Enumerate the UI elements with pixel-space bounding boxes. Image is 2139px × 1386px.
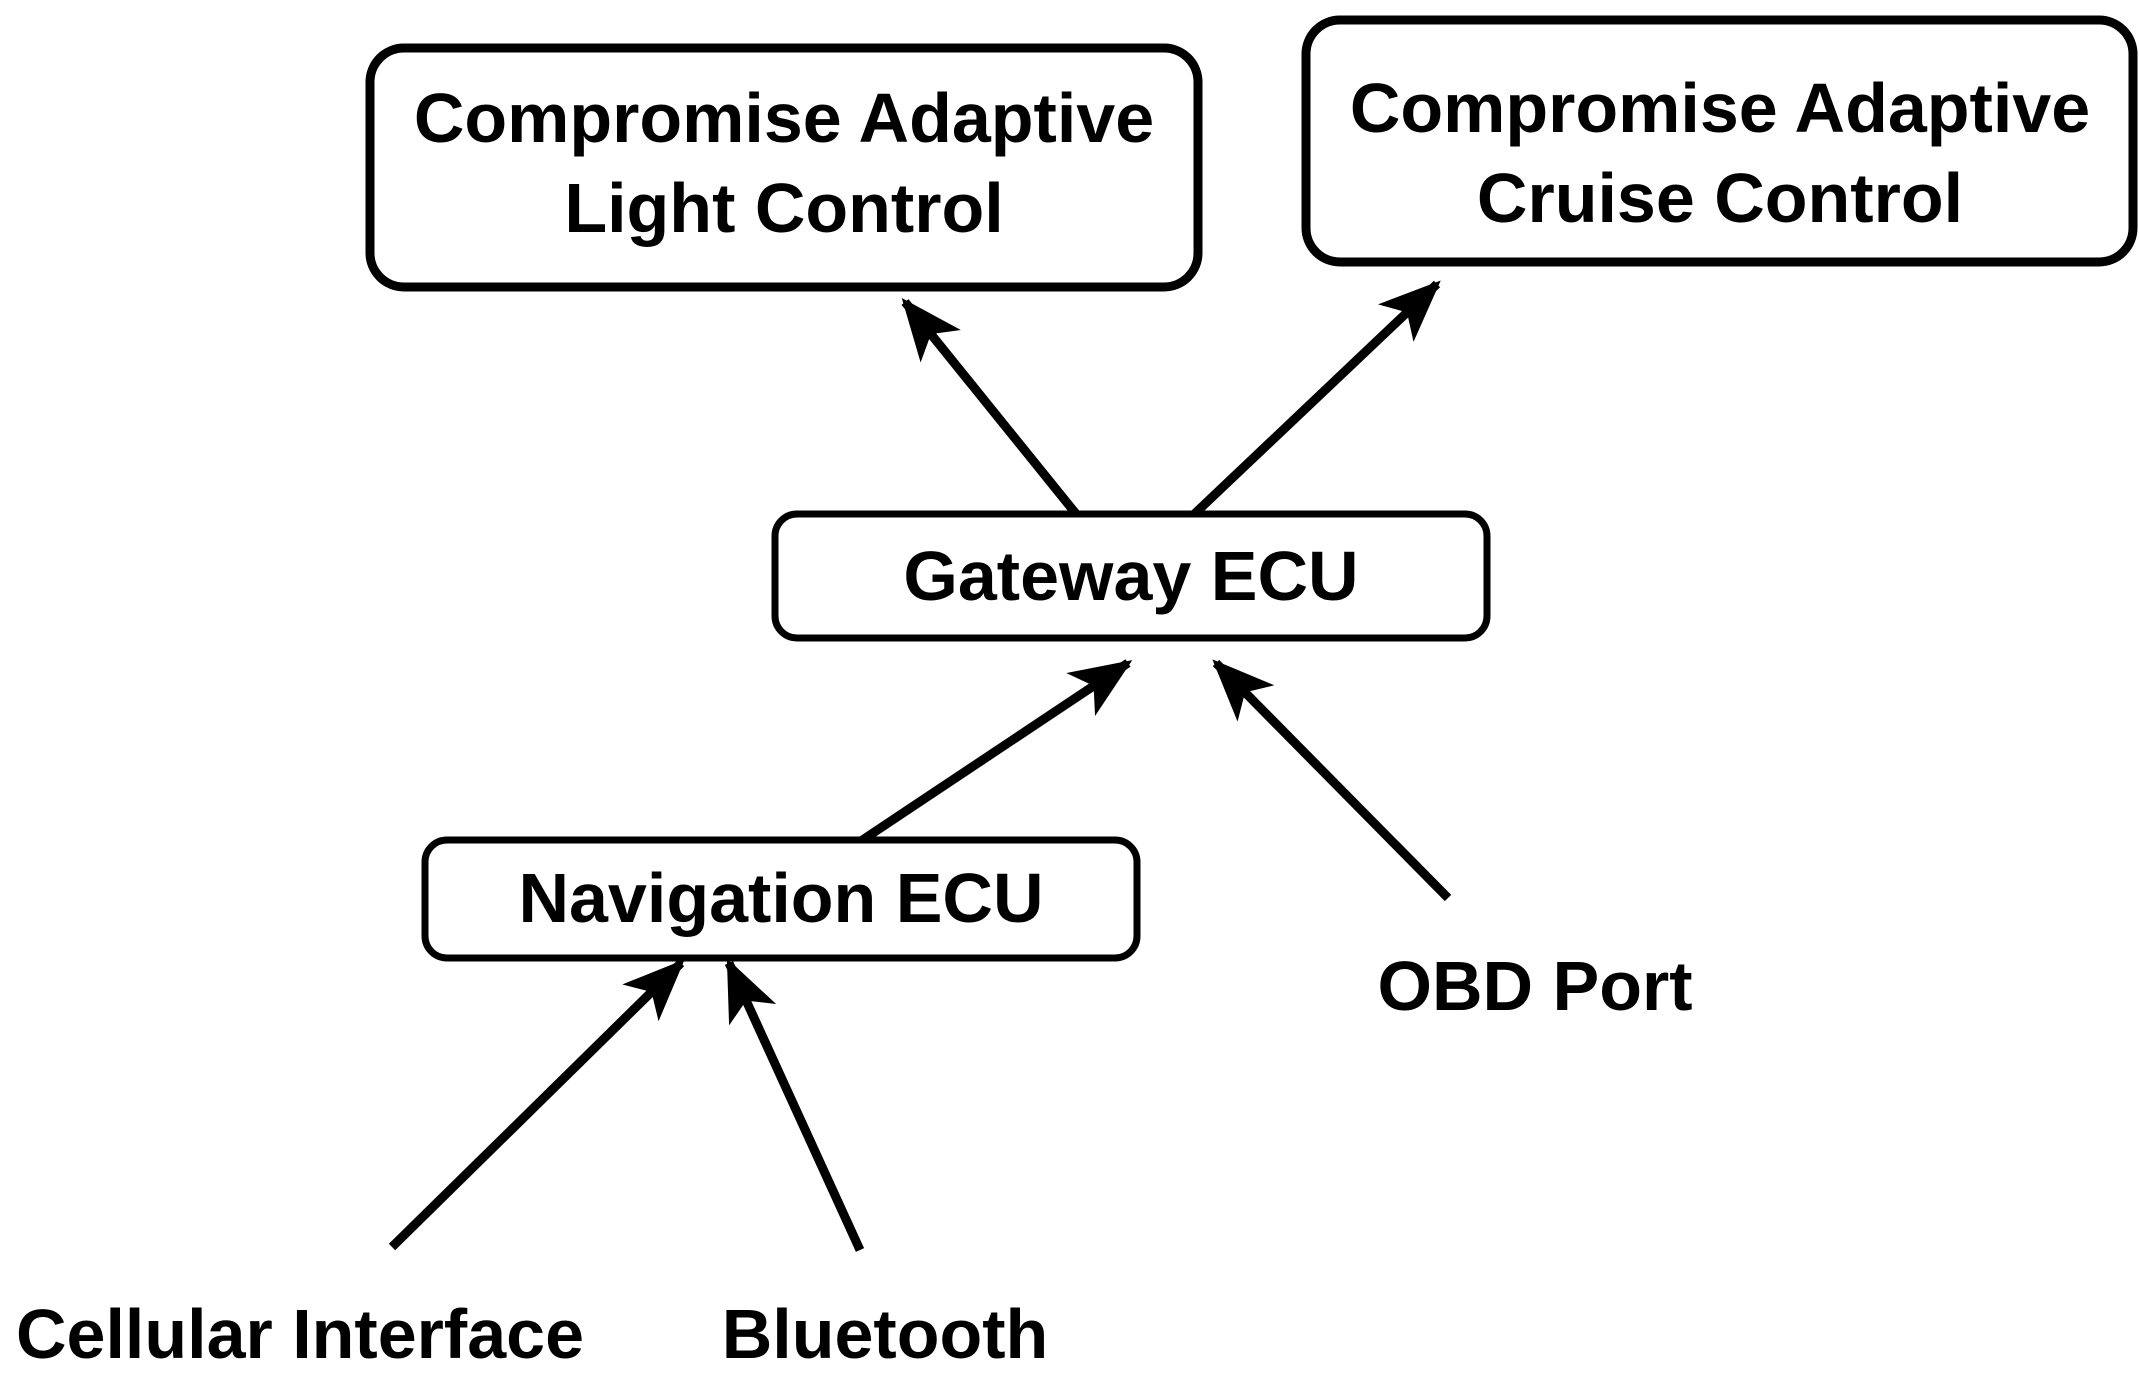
node-gateway-ecu: Gateway ECU bbox=[771, 510, 1491, 642]
edge-bluetooth-to-navigation bbox=[724, 958, 865, 1252]
edge-gateway-to-light-control bbox=[901, 297, 1085, 523]
cruise-control-label-line1: Compromise Adaptive bbox=[1350, 69, 2090, 147]
cruise-control-box bbox=[1301, 15, 2138, 267]
navigation-ecu-box bbox=[421, 836, 1141, 962]
cruise-control-label-line2: Cruise Control bbox=[1477, 159, 1963, 237]
navigation-ecu-label: Navigation ECU bbox=[518, 859, 1043, 937]
obd-port-label: OBD Port bbox=[1378, 947, 1693, 1025]
gateway-ecu-box bbox=[771, 510, 1491, 642]
edge-gateway-to-cruise-control bbox=[1184, 280, 1441, 524]
node-cruise-control: Compromise Adaptive Cruise Control bbox=[1301, 15, 2138, 267]
edge-obd-port-to-gateway bbox=[1212, 659, 1452, 902]
light-control-box bbox=[365, 43, 1203, 292]
bluetooth-label: Bluetooth bbox=[722, 1295, 1049, 1373]
node-navigation-ecu: Navigation ECU bbox=[421, 836, 1141, 962]
gateway-ecu-label: Gateway ECU bbox=[903, 537, 1358, 615]
edge-navigation-to-gateway bbox=[855, 659, 1133, 847]
edge-cellular-to-navigation bbox=[388, 959, 685, 1251]
cellular-interface-label: Cellular Interface bbox=[16, 1295, 584, 1373]
light-control-label-line1: Compromise Adaptive bbox=[414, 79, 1154, 157]
node-light-control: Compromise Adaptive Light Control bbox=[365, 43, 1203, 292]
light-control-label-line2: Light Control bbox=[564, 169, 1003, 247]
